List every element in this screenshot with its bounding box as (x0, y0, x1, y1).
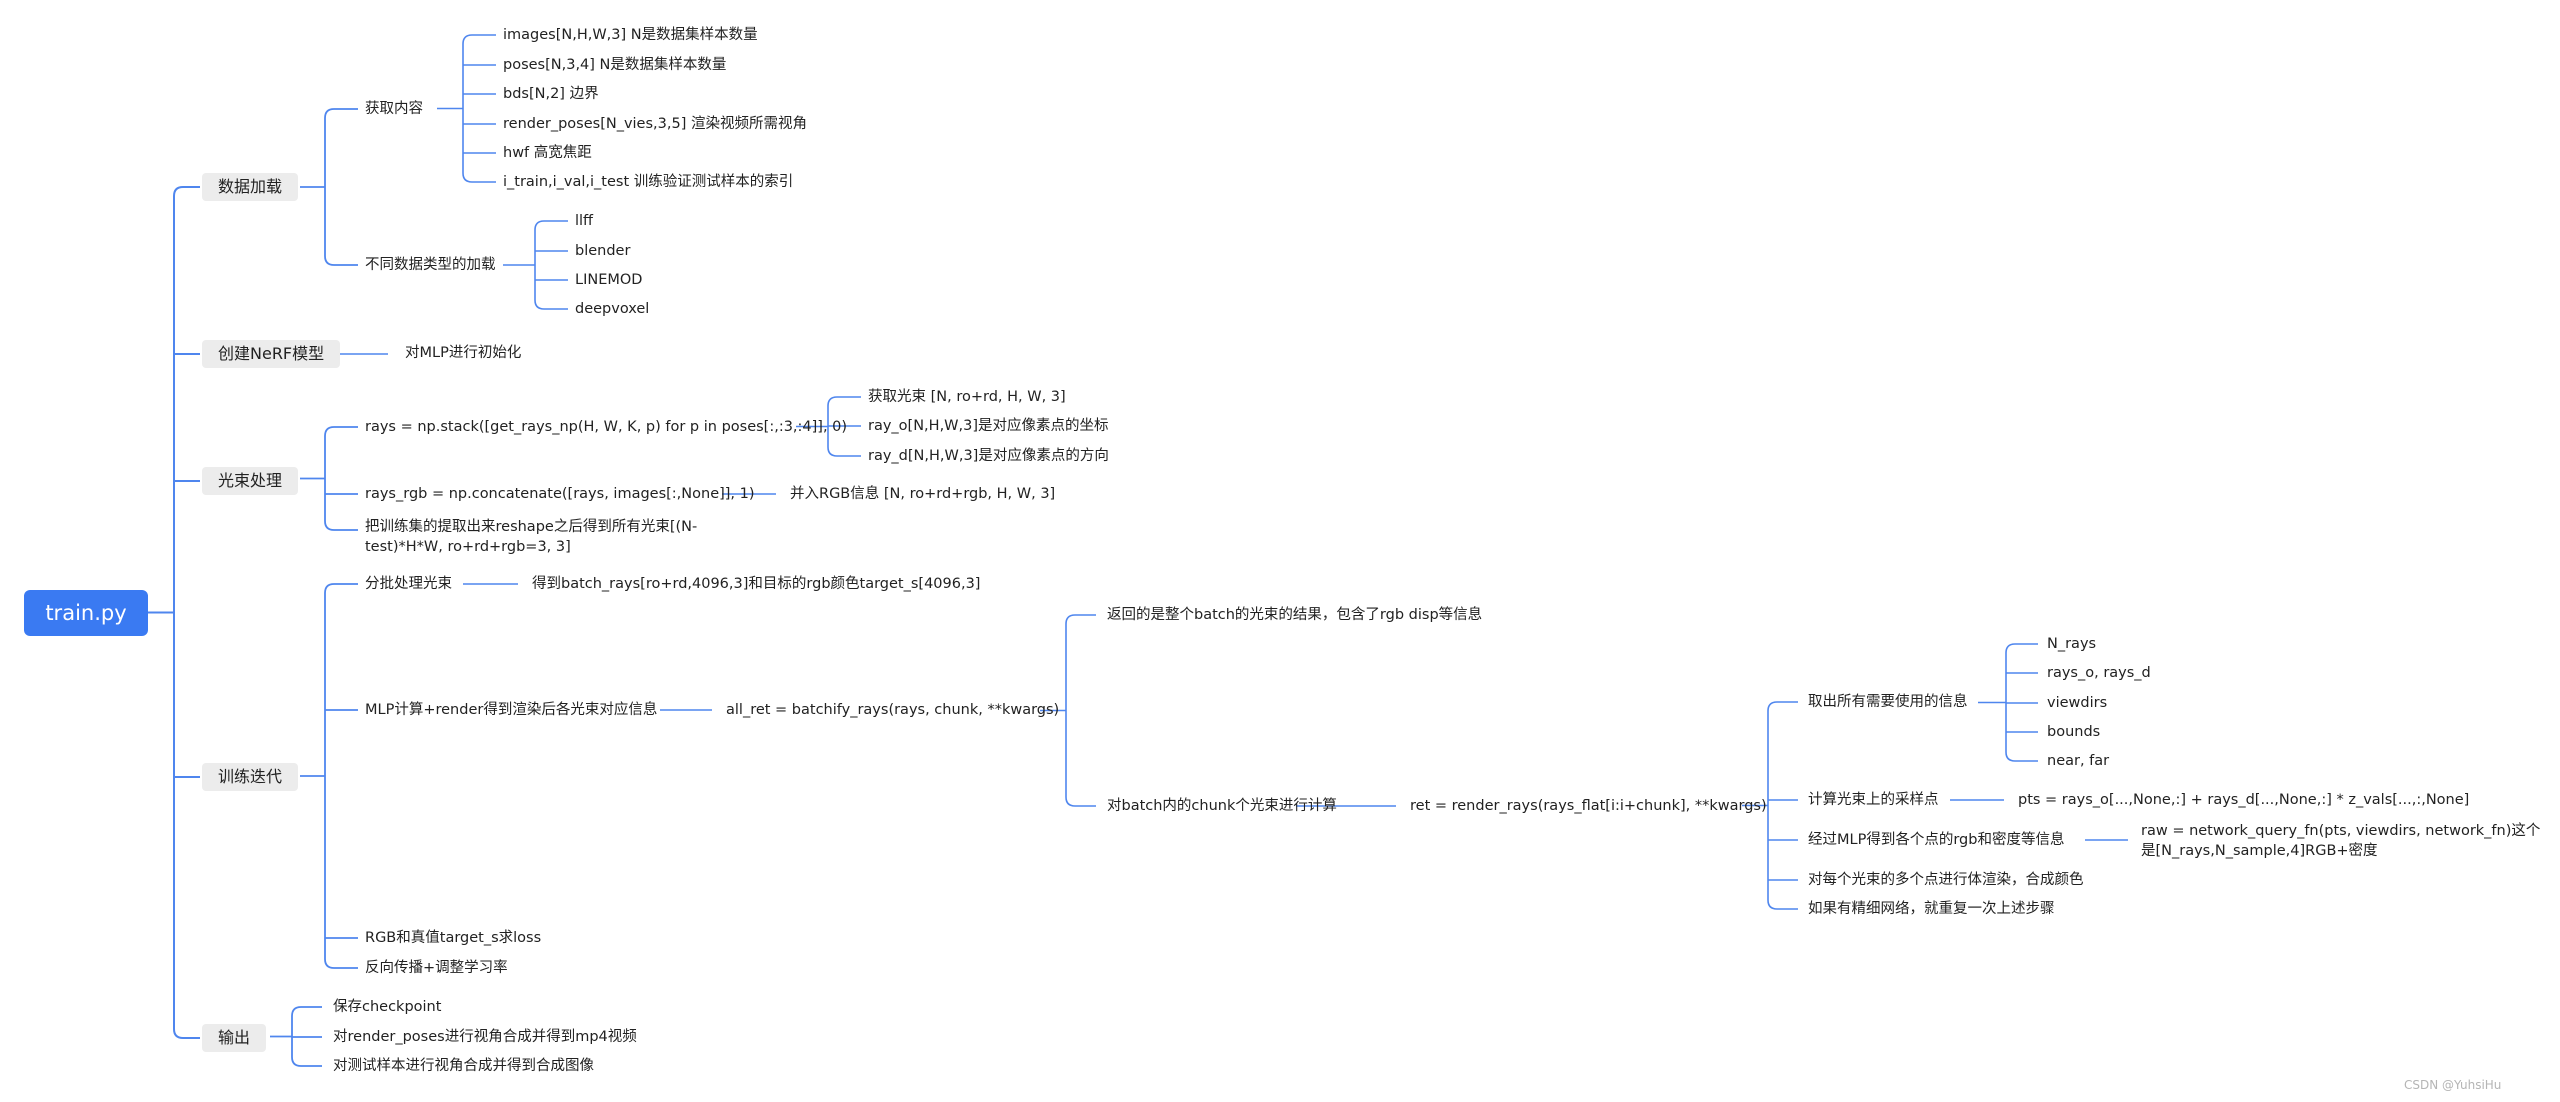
node-output[interactable]: 输出 (202, 1024, 267, 1052)
connector (1767, 899, 1798, 910)
node-fetch-item[interactable]: bds[N,2] 边界 (503, 86, 599, 102)
node-mlp-init[interactable]: 对MLP进行初始化 (405, 345, 522, 361)
connector (324, 255, 358, 266)
node-fetch-item[interactable]: images[N,H,W,3] N是数据集样本数量 (503, 27, 758, 43)
node-data-types[interactable]: 不同数据类型的加载 (365, 257, 496, 273)
node-rays-item[interactable]: ray_d[N,H,W,3]是对应像素点的方向 (868, 448, 1109, 464)
node-rays-rgb-info[interactable]: 并入RGB信息 [N, ro+rd+rgb, H, W, 3] (790, 486, 1056, 502)
node-create-model[interactable]: 创建NeRF模型 (202, 340, 341, 368)
node-pts-formula[interactable]: pts = rays_o[...,None,:] + rays_d[...,No… (2018, 792, 2470, 808)
connector (1065, 614, 1096, 625)
node-batch-returns[interactable]: 返回的是整个batch的光束的结果，包含了rgb disp等信息 (1107, 607, 1483, 623)
connector (534, 299, 568, 310)
connector (291, 1056, 322, 1067)
node-extract-item[interactable]: viewdirs (2047, 695, 2108, 711)
connector (173, 1028, 200, 1039)
node-fetch-item[interactable]: hwf 高宽焦距 (503, 145, 592, 161)
node-extract-item[interactable]: near, far (2047, 753, 2110, 769)
node-ray-processing[interactable]: 光束处理 (202, 467, 299, 495)
node-rays-stack[interactable]: rays = np.stack([get_rays_np(H, W, K, p)… (365, 419, 848, 435)
node-extract-info[interactable]: 取出所有需要使用的信息 (1808, 694, 1968, 710)
connector (1065, 796, 1096, 807)
node-rays-item[interactable]: 获取光束 [N, ro+rd, H, W, 3] (868, 389, 1066, 405)
node-type-item[interactable]: LINEMOD (575, 272, 643, 288)
connector (324, 520, 358, 531)
watermark: CSDN @YuhsiHu (2404, 1078, 2502, 1092)
connector (2005, 751, 2038, 762)
connector (324, 426, 358, 437)
node-mlp-query[interactable]: 经过MLP得到各个点的rgb和密度等信息 (1808, 832, 2065, 848)
node-batch-result[interactable]: 得到batch_rays[ro+rd,4096,3]和目标的rgb颜色targe… (532, 576, 981, 592)
connector (324, 583, 358, 594)
node-fetch-content[interactable]: 获取内容 (365, 101, 423, 117)
node-mlp-render[interactable]: MLP计算+render得到渲染后各光束对应信息 (365, 702, 658, 718)
node-render-rays[interactable]: ret = render_rays(rays_flat[i:i+chunk], … (1410, 798, 1767, 814)
connector (291, 1006, 322, 1017)
node-extract-item[interactable]: bounds (2047, 724, 2101, 740)
node-raw-output[interactable]: raw = network_query_fn(pts, viewdirs, ne… (2141, 823, 2541, 859)
node-fetch-item[interactable]: i_train,i_val,i_test 训练验证测试样本的索引 (503, 174, 794, 190)
connector (173, 186, 200, 197)
connector (462, 34, 496, 45)
node-data-loading[interactable]: 数据加载 (202, 173, 299, 201)
node-training-iteration[interactable]: 训练迭代 (202, 763, 299, 791)
node-batch[interactable]: 分批处理光束 (365, 576, 452, 592)
root-node[interactable]: train.py (24, 590, 148, 636)
connector (827, 446, 861, 457)
node-volume-render[interactable]: 对每个光束的多个点进行体渲染，合成颜色 (1808, 872, 2084, 888)
connector (324, 108, 358, 119)
node-output-item[interactable]: 保存checkpoint (333, 999, 442, 1015)
connector (534, 220, 568, 231)
node-fine-network[interactable]: 如果有精细网络，就重复一次上述步骤 (1808, 901, 2055, 917)
node-rays-rgb[interactable]: rays_rgb = np.concatenate([rays, images[… (365, 486, 755, 502)
node-fetch-item[interactable]: poses[N,3,4] N是数据集样本数量 (503, 57, 727, 73)
node-type-item[interactable]: deepvoxel (575, 301, 650, 317)
connector (462, 172, 496, 183)
node-extract-item[interactable]: N_rays (2047, 636, 2097, 652)
node-rays-reshape[interactable]: 把训练集的提取出来reshape之后得到所有光束[(N-test)*H*W, r… (365, 519, 698, 555)
connector (2005, 643, 2038, 654)
node-type-item[interactable]: blender (575, 243, 631, 259)
connector (1767, 701, 1798, 712)
node-sample-points[interactable]: 计算光束上的采样点 (1808, 792, 1939, 808)
node-output-item[interactable]: 对render_poses进行视角合成并得到mp4视频 (333, 1029, 637, 1045)
node-backprop[interactable]: 反向传播+调整学习率 (365, 960, 508, 976)
node-output-item[interactable]: 对测试样本进行视角合成并得到合成图像 (333, 1058, 594, 1074)
node-chunk[interactable]: 对batch内的chunk个光束进行计算 (1107, 798, 1337, 814)
connector (827, 396, 861, 407)
node-extract-item[interactable]: rays_o, rays_d (2047, 665, 2151, 681)
node-loss[interactable]: RGB和真值target_s求loss (365, 930, 542, 946)
node-type-item[interactable]: llff (575, 213, 594, 229)
node-batchify[interactable]: all_ret = batchify_rays(rays, chunk, **k… (726, 702, 1060, 718)
node-fetch-item[interactable]: render_poses[N_vies,3,5] 渲染视频所需视角 (503, 116, 807, 132)
connector (324, 958, 358, 969)
node-rays-item[interactable]: ray_o[N,H,W,3]是对应像素点的坐标 (868, 418, 1109, 434)
